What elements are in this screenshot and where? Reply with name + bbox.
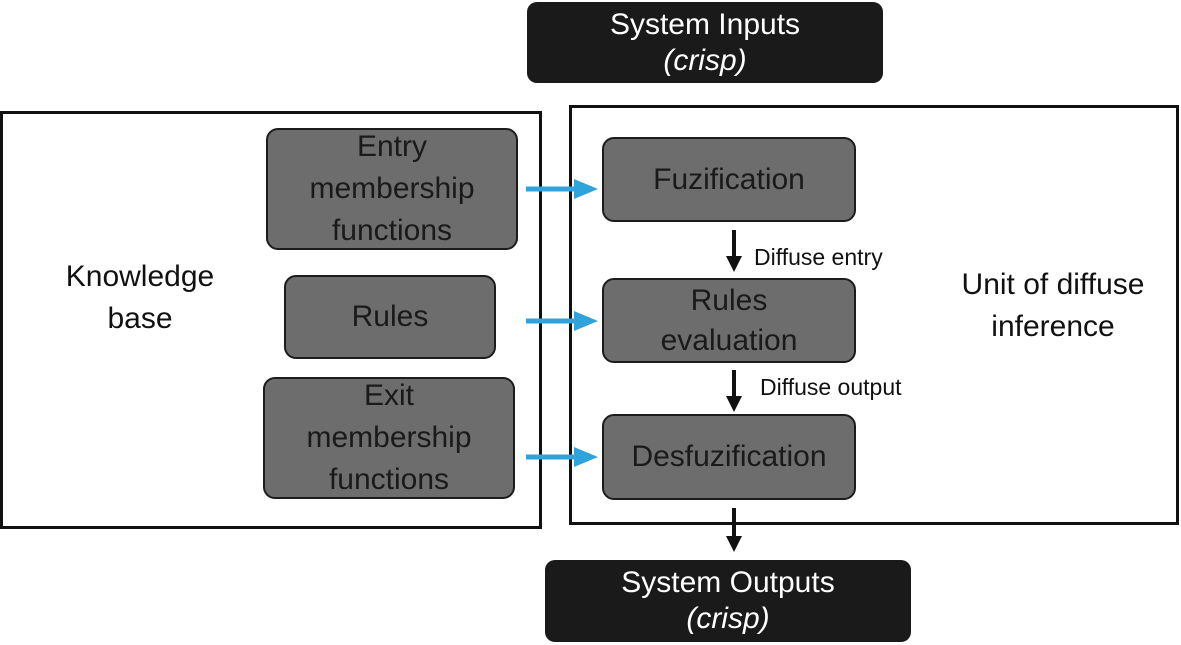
system-outputs-subtitle: (crisp) <box>686 602 770 635</box>
rules-evaluation-block: Rules evaluation <box>602 278 856 363</box>
black-arrow-diffuse-entry <box>726 230 742 272</box>
black-arrow-system-outputs <box>726 508 742 552</box>
desfuzification-block: Desfuzification <box>602 414 856 500</box>
fuzification-block: Fuzification <box>602 137 856 222</box>
exit-membership-functions-block: Exit membership functions <box>263 377 515 499</box>
system-inputs-box: System Inputs (crisp) <box>527 2 883 83</box>
system-inputs-title: System Inputs <box>609 7 801 41</box>
black-arrow-diffuse-output <box>726 370 742 412</box>
rules-block: Rules <box>284 275 496 359</box>
inference-unit-label: Unit of diffuse inference <box>961 268 1145 343</box>
system-inputs-subtitle: (crisp) <box>663 43 747 77</box>
blue-arrow-entry <box>526 179 598 199</box>
blue-arrow-exit <box>526 447 598 467</box>
system-outputs-box: System Outputs (crisp) <box>545 560 911 642</box>
blue-arrow-rules <box>526 311 598 331</box>
system-outputs-title: System Outputs <box>621 566 835 599</box>
diffuse-entry-label: Diffuse entry <box>754 244 883 270</box>
knowledge-base-label: Knowledge base <box>65 260 215 335</box>
entry-membership-functions-block: Entry membership functions <box>266 128 518 250</box>
diffuse-output-label: Diffuse output <box>760 374 902 400</box>
